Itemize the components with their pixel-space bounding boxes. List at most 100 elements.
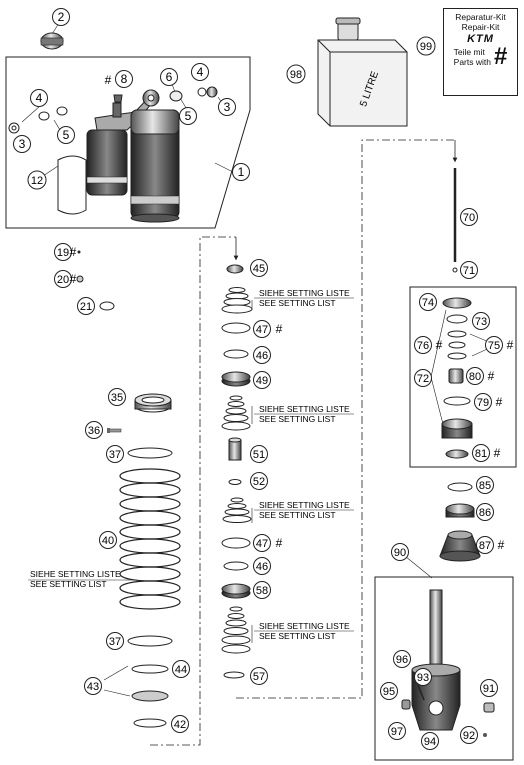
part-95-icon [401, 699, 411, 710]
washer-73-icon [446, 314, 468, 324]
callout-4b: 4 [191, 63, 209, 81]
callout-4a: 4 [30, 89, 48, 107]
callout-42: 42 [171, 715, 189, 733]
callout-37a: 37 [106, 445, 124, 463]
callout-97: 97 [388, 722, 406, 740]
svg-text:81: 81 [475, 448, 487, 460]
callout-12: 12 [27, 170, 47, 190]
callout-91: 91 [480, 679, 498, 697]
ball-92-icon [483, 733, 487, 737]
callout-5a: 5 [57, 126, 75, 144]
svg-text:46: 46 [256, 350, 268, 362]
svg-text:91: 91 [483, 683, 495, 695]
callout-44: 44 [172, 660, 190, 678]
svg-text:96: 96 [396, 654, 408, 666]
svg-text:#: # [276, 322, 283, 336]
ring-75-bottom-icon [447, 352, 467, 360]
callout-76: 76# [414, 336, 443, 354]
bushing-86-icon [445, 503, 475, 518]
shim-stack-top-icon [221, 287, 253, 314]
repair-kit-parts-text: Teile mit Parts with [454, 47, 491, 67]
svg-text:95: 95 [383, 686, 395, 698]
svg-text:98: 98 [290, 69, 302, 81]
svg-text:46: 46 [256, 561, 268, 573]
svg-text:5: 5 [63, 128, 70, 142]
svg-text:4: 4 [36, 91, 43, 105]
svg-text:52: 52 [253, 476, 265, 488]
repair-kit-line1: Reparatur-Kit [455, 12, 506, 22]
svg-text:70: 70 [463, 212, 475, 224]
setting-note-3-de: SIEHE SETTING LISTE [259, 500, 350, 510]
setting-note-2-en: SEE SETTING LIST [259, 414, 336, 424]
repair-kit-line2: Repair-Kit [461, 22, 500, 32]
washer-52-icon [228, 479, 242, 485]
svg-text:#: # [507, 338, 514, 352]
repair-kit-line3: Teile mit [453, 47, 485, 57]
ring-75-top-icon [447, 330, 467, 338]
svg-text:86: 86 [479, 507, 491, 519]
setting-note-1-en: SEE SETTING LIST [259, 298, 336, 308]
callout-43: 43 [84, 677, 102, 695]
callout-2: 2 [52, 8, 70, 26]
setting-note-5-en: SEE SETTING LIST [30, 579, 107, 589]
svg-text:45: 45 [253, 263, 265, 275]
callout-6: 6 [160, 68, 178, 86]
part-21-icon [99, 301, 115, 311]
svg-text:37: 37 [109, 449, 121, 461]
bushing-91-icon [483, 702, 495, 713]
callout-20: 20# [54, 270, 77, 288]
callout-45: 45 [250, 259, 268, 277]
svg-text:35: 35 [111, 392, 123, 404]
ring-42-icon [133, 718, 167, 728]
callout-5b: 5 [179, 107, 197, 125]
part-71-icon [452, 267, 458, 273]
svg-text:51: 51 [253, 449, 265, 461]
svg-text:99: 99 [420, 41, 432, 53]
piston-49-icon [221, 371, 251, 387]
svg-text:73: 73 [475, 316, 487, 328]
svg-text:75: 75 [488, 340, 500, 352]
washer-57-icon [223, 671, 245, 679]
svg-text:42: 42 [174, 719, 186, 731]
ring-46-bottom-icon [223, 561, 249, 571]
repair-kit-box: Reparatur-Kit Repair-Kit KTM Teile mit P… [443, 8, 518, 96]
valve-body-icon [441, 418, 473, 439]
svg-text:#: # [498, 538, 505, 552]
svg-text:8: 8 [121, 72, 128, 86]
callout-46b: 46 [253, 557, 271, 575]
svg-text:37: 37 [109, 636, 121, 648]
callout-96: 96 [393, 650, 411, 668]
callout-57: 57 [250, 667, 268, 685]
svg-text:#: # [105, 73, 112, 87]
svg-text:#: # [436, 338, 443, 352]
callout-3a: 3 [13, 135, 31, 153]
ring-76-icon [448, 341, 466, 349]
part-20-icon [76, 275, 84, 283]
shim-stack-lower-icon [222, 497, 252, 523]
repair-kit-parts-row: Teile mit Parts with # [444, 45, 517, 69]
callout-19: 19# [54, 243, 77, 261]
piston-rod-assembly-icon [411, 589, 461, 731]
callout-58: 58 [253, 581, 271, 599]
callout-51: 51 [250, 445, 268, 463]
svg-text:44: 44 [175, 664, 187, 676]
svg-text:57: 57 [253, 671, 265, 683]
shock-small-parts-icon [8, 86, 218, 215]
callout-87: 87# [476, 536, 505, 554]
washer-47-top-icon [221, 322, 251, 334]
setting-note-1-de: SIEHE SETTING LISTE [259, 288, 350, 298]
screw-36-icon [107, 428, 122, 433]
repair-kit-line4: Parts with [453, 57, 491, 67]
bushing-80-icon [448, 368, 464, 384]
adjuster-knob-icon [40, 32, 64, 50]
svg-text:80: 80 [469, 371, 481, 383]
svg-text:20: 20 [57, 274, 69, 286]
svg-text:6: 6 [166, 70, 173, 84]
svg-text:94: 94 [424, 736, 436, 748]
svg-text:5: 5 [185, 109, 192, 123]
callout-79: 79# [474, 393, 503, 411]
callout-49: 49 [253, 371, 271, 389]
svg-text:93: 93 [417, 672, 429, 684]
callout-1: 1 [232, 163, 250, 181]
